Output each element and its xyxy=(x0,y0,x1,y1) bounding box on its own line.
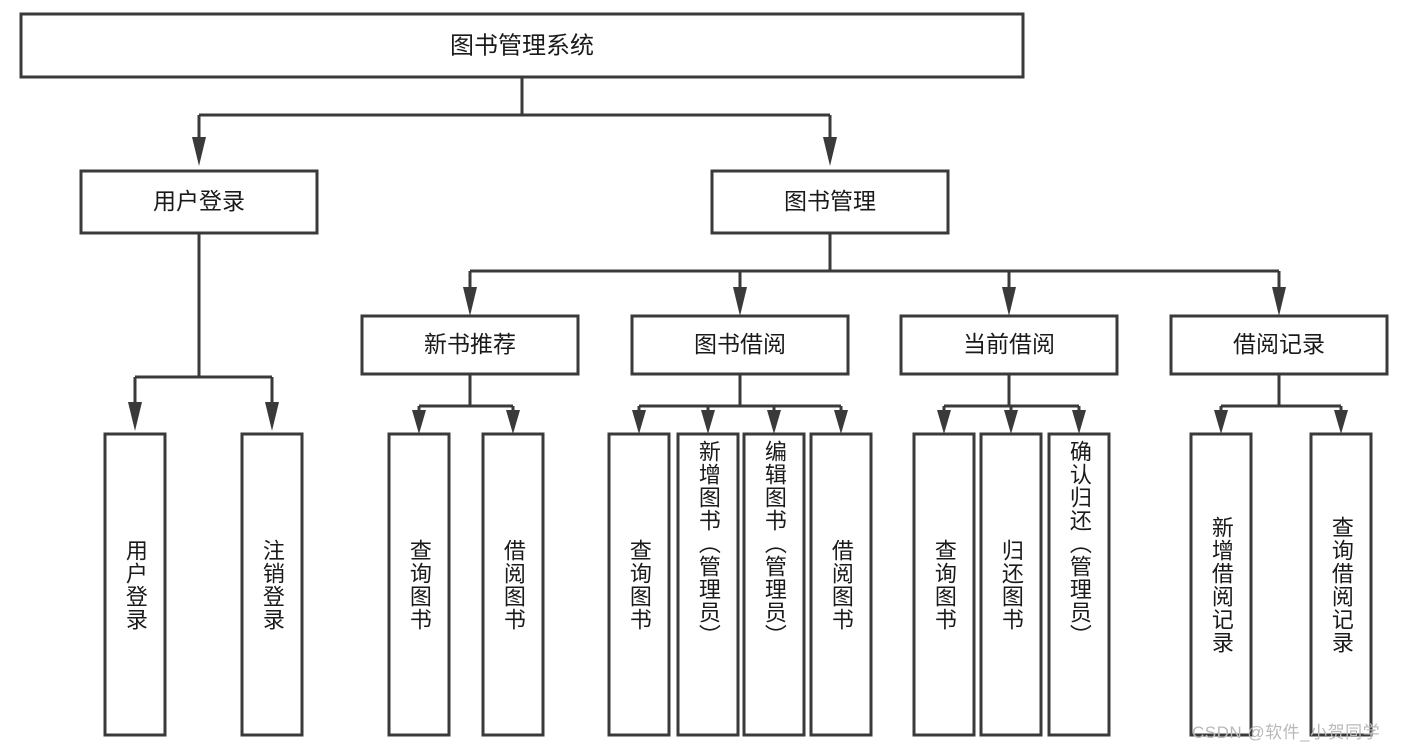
node-new-book-recommendation-label: 新书推荐 xyxy=(424,331,516,357)
arrow-head-bb-leaf1 xyxy=(632,410,646,434)
node-book-borrowing-label: 图书借阅 xyxy=(694,331,786,357)
arrow-head-br-leaf1 xyxy=(1214,410,1228,434)
arrow-head-bb-leaf4 xyxy=(834,410,848,434)
arrow-head-book-borrow xyxy=(733,287,747,316)
connector-group-new-book-rec-to-leaves xyxy=(412,374,520,434)
arrow-head-leaf-logout xyxy=(265,402,279,431)
node-current-borrowing-label: 当前借阅 xyxy=(963,331,1055,357)
node-new-book-recommendation-box[interactable] xyxy=(360,314,580,376)
leaf-box-query-book-cb[interactable] xyxy=(912,432,976,737)
node-current-borrowing[interactable]: 当前借阅 xyxy=(899,314,1119,376)
arrow-head-cb-leaf1 xyxy=(937,410,951,434)
leaf-box-add-book-admin[interactable] xyxy=(676,432,740,737)
leaf-box-borrow-book-bb[interactable] xyxy=(809,432,873,737)
connector-group-borrow-record-to-leaves xyxy=(1214,374,1348,434)
connector-group-root-to-level2 xyxy=(192,77,837,166)
node-root-label: 图书管理系统 xyxy=(450,32,594,59)
leaf-box-user-login[interactable] xyxy=(103,432,167,737)
node-new-book-recommendation[interactable]: 新书推荐 xyxy=(360,314,580,376)
node-book-borrowing-box[interactable] xyxy=(630,314,850,376)
arrow-head-borrow-record xyxy=(1272,287,1286,316)
arrow-head-user-login xyxy=(192,137,206,166)
connector-group-current-borrow-to-leaves xyxy=(937,374,1086,434)
node-user-login[interactable]: 用户登录 xyxy=(79,169,319,235)
arrow-head-bb-leaf2 xyxy=(701,410,715,434)
leaf-box-query-book-bb[interactable] xyxy=(607,432,671,737)
node-borrowing-record-label: 借阅记录 xyxy=(1233,331,1325,357)
connector-group-book-borrow-to-leaves xyxy=(632,374,848,434)
node-book-borrowing[interactable]: 图书借阅 xyxy=(630,314,850,376)
leaf-box-query-borrow-record[interactable] xyxy=(1309,432,1373,737)
node-root-book-management-system[interactable]: 图书管理系统 xyxy=(19,12,1025,79)
node-book-management-label: 图书管理 xyxy=(784,188,876,214)
arrow-head-nbr-leaf1 xyxy=(412,410,426,434)
leaf-box-borrow-book-nbr[interactable] xyxy=(481,432,545,737)
node-borrowing-record-box[interactable] xyxy=(1169,314,1389,376)
leaf-box-query-book-nbr[interactable] xyxy=(387,432,451,737)
node-current-borrowing-box[interactable] xyxy=(899,314,1119,376)
node-borrowing-record[interactable]: 借阅记录 xyxy=(1169,314,1389,376)
node-root-box[interactable] xyxy=(19,12,1025,79)
arrow-head-br-leaf2 xyxy=(1334,410,1348,434)
node-book-management[interactable]: 图书管理 xyxy=(710,169,950,235)
connector-group-book-mgmt-to-level3 xyxy=(463,233,1286,316)
arrow-head-current-borrow xyxy=(1002,287,1016,316)
leaf-box-logout[interactable] xyxy=(240,432,304,737)
node-user-login-box[interactable] xyxy=(79,169,319,235)
leaf-box-edit-book-admin[interactable] xyxy=(742,432,806,737)
arrow-head-leaf-user-login xyxy=(128,402,142,431)
arrow-head-new-book-rec xyxy=(463,287,477,316)
leaf-box-return-book[interactable] xyxy=(979,432,1043,737)
arrow-head-cb-leaf2 xyxy=(1004,410,1018,434)
leaf-box-confirm-return-admin[interactable] xyxy=(1047,432,1111,737)
arrow-head-bb-leaf3 xyxy=(767,410,781,434)
arrow-head-cb-leaf3 xyxy=(1072,410,1086,434)
node-user-login-label: 用户登录 xyxy=(153,188,245,214)
node-book-management-box[interactable] xyxy=(710,169,950,235)
leaf-box-add-borrow-record[interactable] xyxy=(1189,432,1253,737)
connector-group-user-login-to-leaves xyxy=(128,233,279,431)
arrow-head-nbr-leaf2 xyxy=(506,410,520,434)
arrow-head-book-mgmt xyxy=(823,137,837,166)
csdn-watermark: CSDN @软件_小贺同学 xyxy=(1192,723,1381,742)
